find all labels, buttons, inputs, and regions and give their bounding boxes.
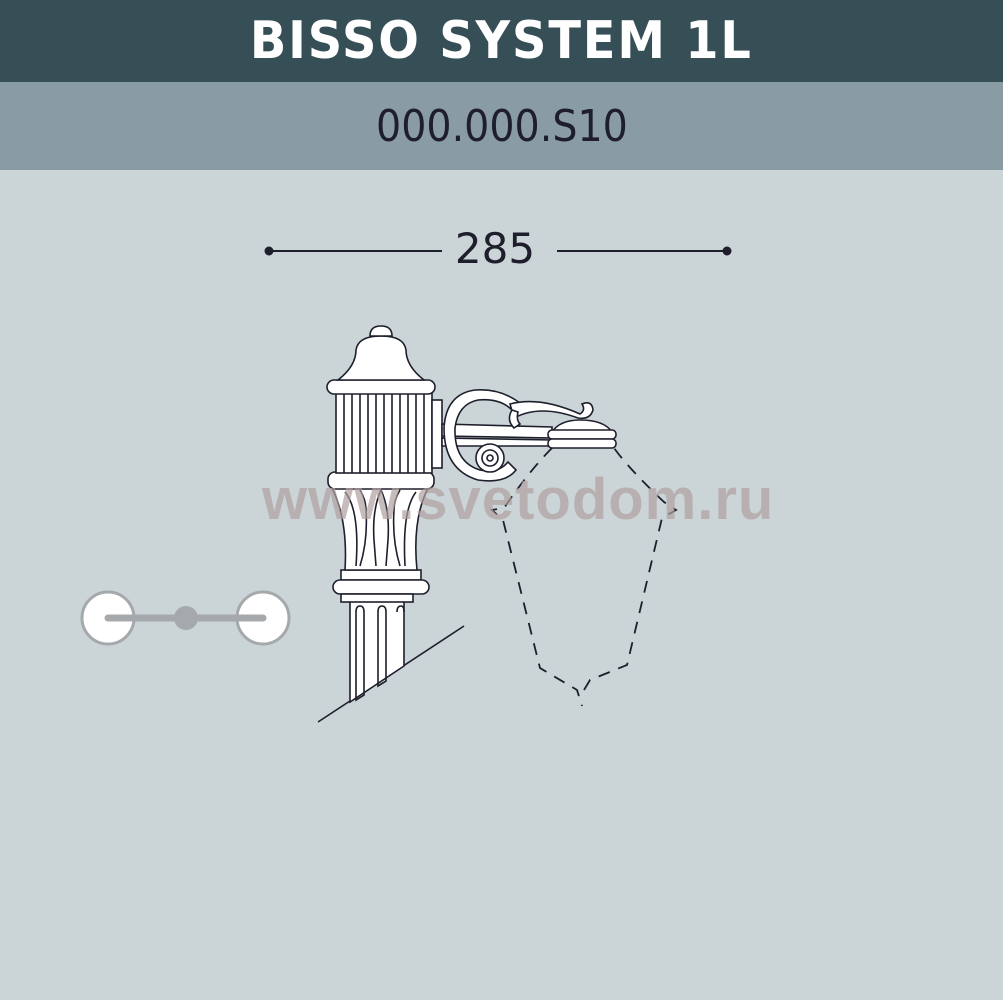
title-bar: BISSO SYSTEM 1L: [0, 0, 1003, 82]
two-arm-bracket-icon: [80, 590, 291, 646]
lantern-outline-dashed: [490, 447, 678, 707]
watermark: www.svetodom.ru: [262, 467, 775, 532]
code-bar: 000.000.S10: [0, 82, 1003, 170]
product-code: 000.000.S10: [375, 100, 628, 152]
post-body: [326, 325, 443, 704]
bracket-arm: [441, 388, 617, 482]
product-title: BISSO SYSTEM 1L: [250, 11, 753, 71]
dimension-line: [264, 246, 732, 256]
width-dimension-label: 285: [454, 224, 536, 273]
